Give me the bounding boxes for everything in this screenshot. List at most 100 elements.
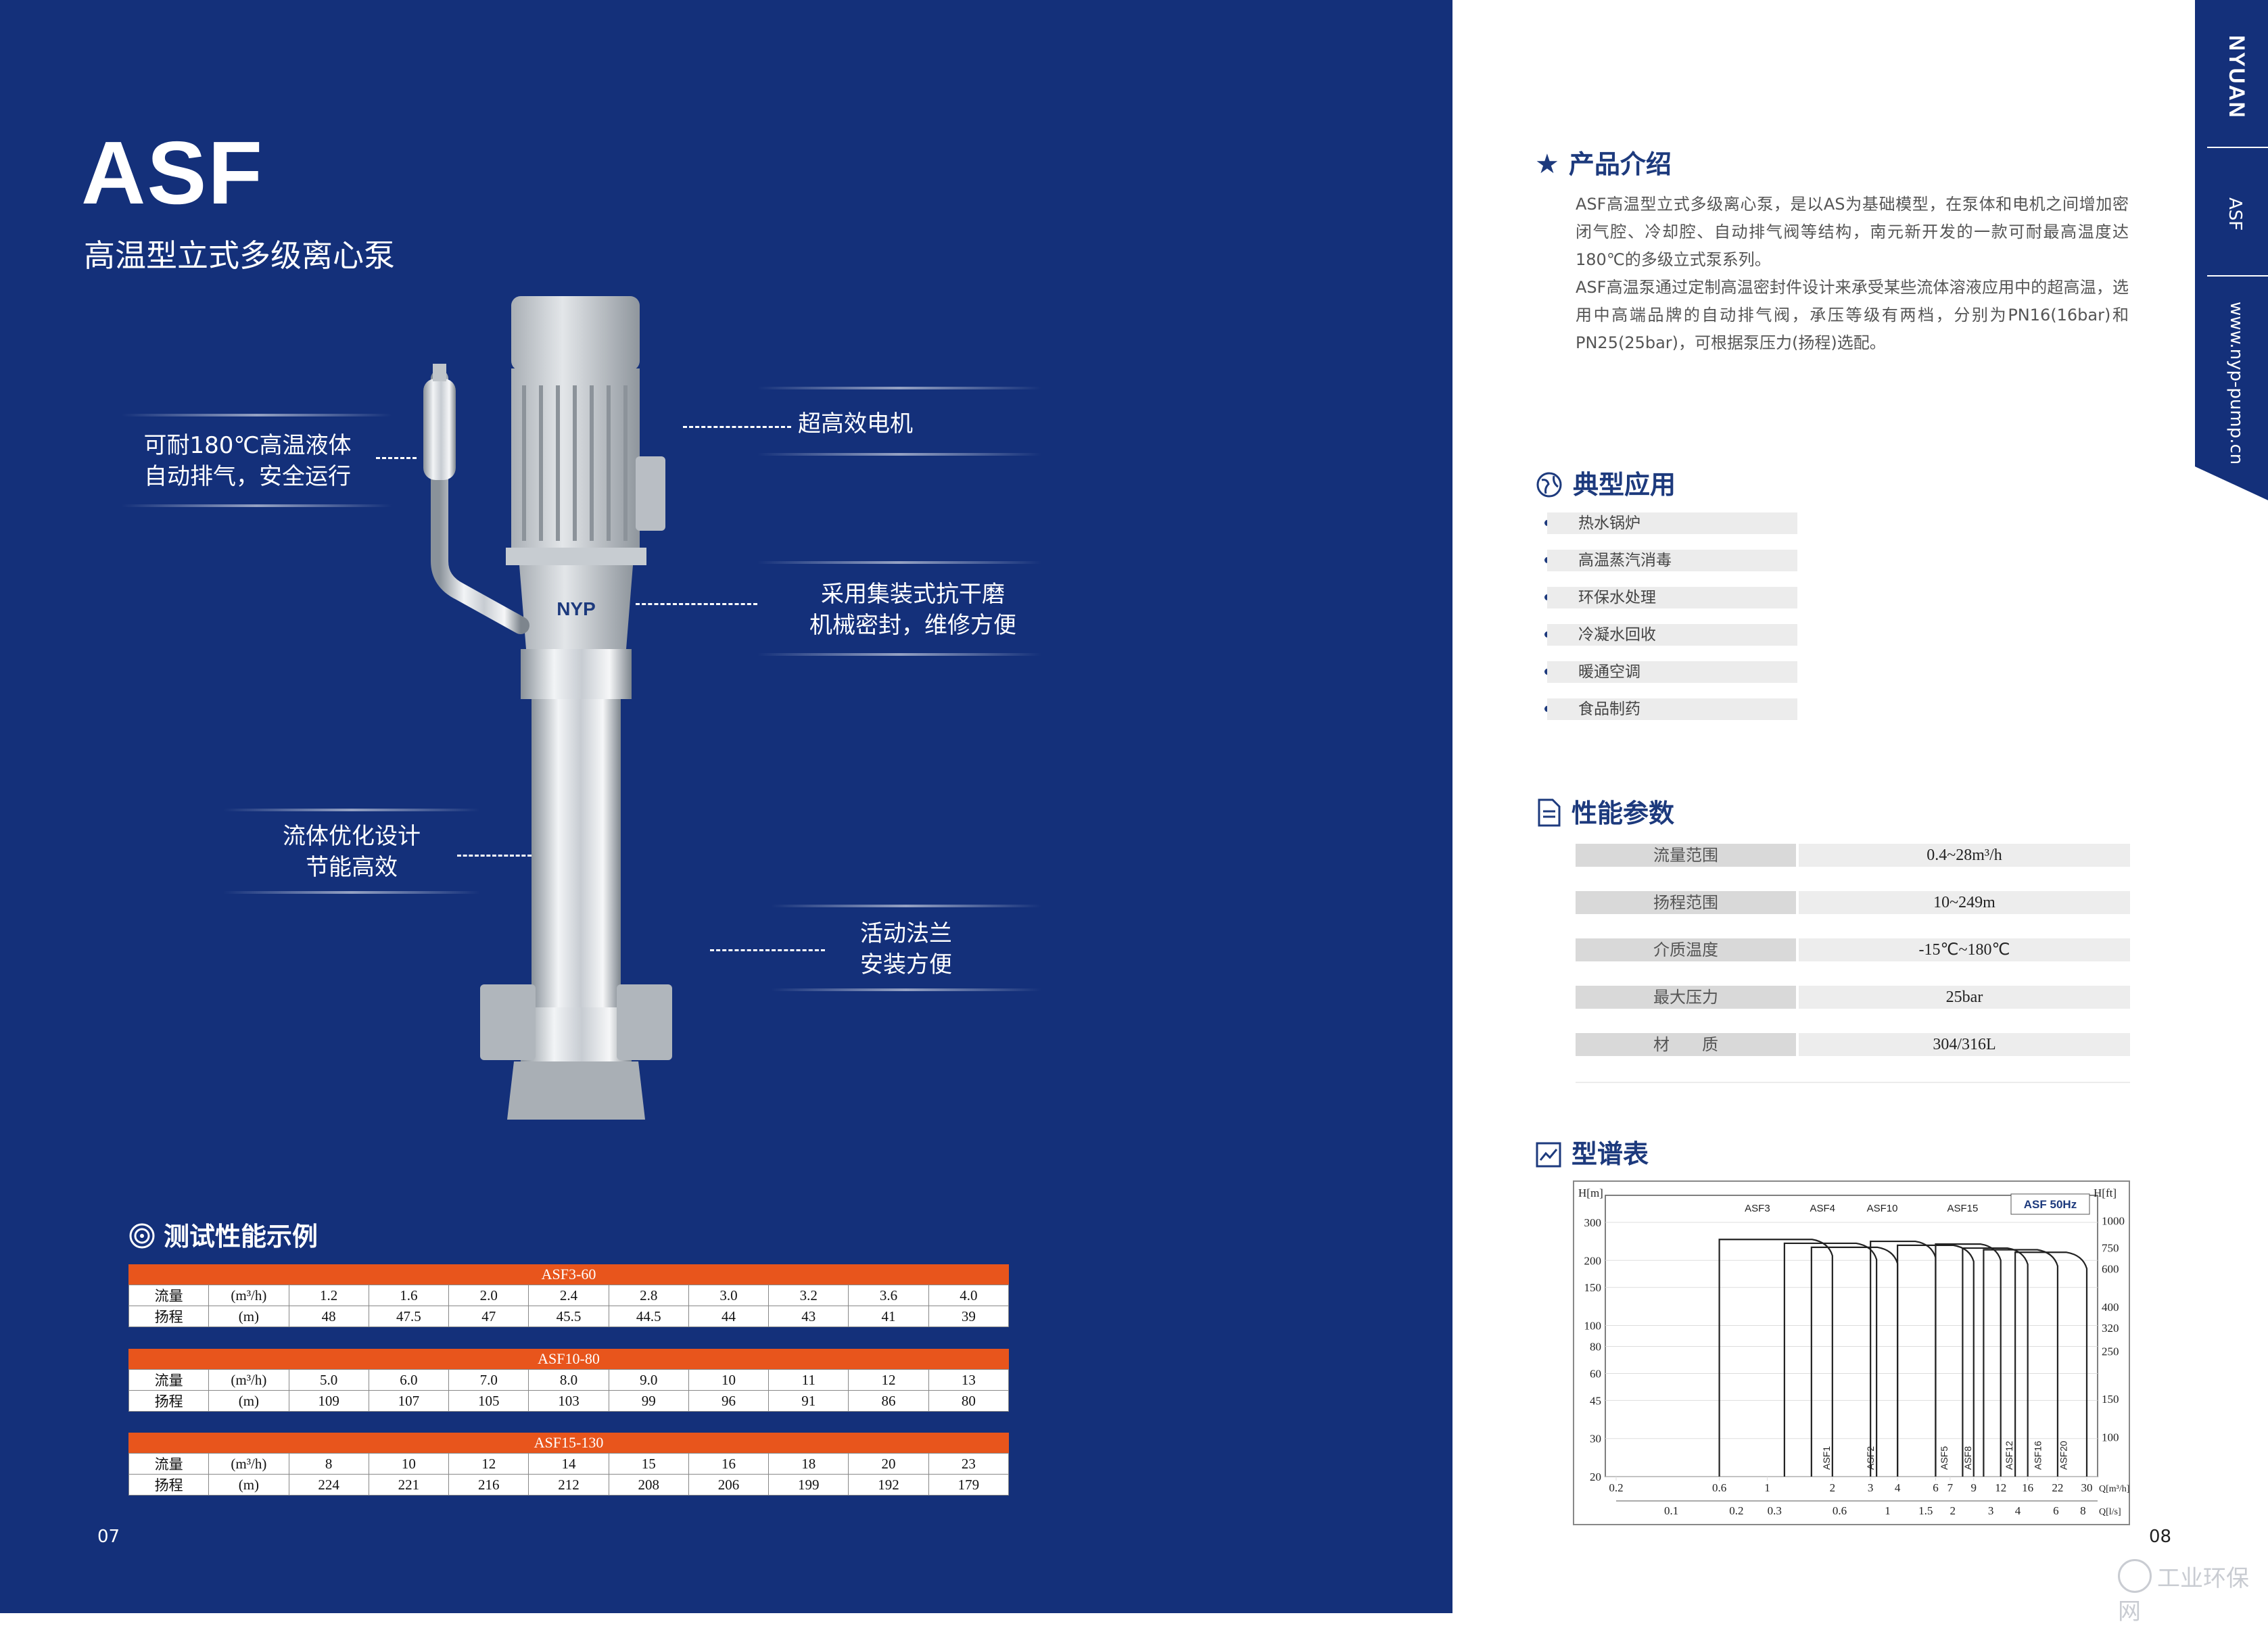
table-cell: 9.0	[608, 1369, 689, 1391]
model-title: ASF	[81, 123, 264, 222]
x-tick-label: 0.6	[1712, 1481, 1726, 1494]
x-tick-label: 16	[2022, 1481, 2033, 1494]
x-tick-label-ls: 6	[2053, 1504, 2059, 1517]
param-row: 介质温度 -15℃~180℃	[1576, 938, 2130, 961]
callout-line	[757, 653, 1041, 656]
table-cell: 10	[368, 1453, 450, 1475]
table-cell: 91	[768, 1390, 849, 1412]
table-cell: 14	[528, 1453, 609, 1475]
param-key: 介质温度	[1576, 938, 1796, 961]
document-icon	[1538, 798, 1561, 827]
test-table: ASF15-130 流量 (m³/h) 8 10 12 14 15 16 18 …	[128, 1433, 1010, 1496]
table-cell: (m)	[208, 1474, 289, 1496]
star-icon: ★	[1535, 149, 1559, 180]
table-cell: 11	[768, 1369, 849, 1391]
apps-title: 典型应用	[1573, 470, 1676, 500]
table-cell: 192	[848, 1474, 929, 1496]
table-cell: 105	[448, 1390, 529, 1412]
callout-line	[757, 453, 1041, 456]
table-cell: 23	[928, 1453, 1010, 1475]
callout-line	[122, 504, 392, 507]
table-cell: 流量	[128, 1285, 210, 1306]
table-cell: 2.0	[448, 1285, 529, 1306]
table-cell: 16	[688, 1453, 770, 1475]
page-number-left: 07	[97, 1527, 120, 1547]
y-axis-label: H[m]	[1578, 1187, 1603, 1199]
y-tick-label: 60	[1590, 1367, 1601, 1380]
table-cell: 179	[928, 1474, 1010, 1496]
list-item: 环保水处理	[1547, 587, 1797, 608]
list-item: 冷凝水回收	[1547, 624, 1797, 646]
series-label-bottom: ASF20	[2058, 1441, 2069, 1470]
series-label-bottom: ASF2	[1865, 1446, 1876, 1470]
table-cell: 流量	[128, 1453, 210, 1475]
x-tick-label: 2	[1830, 1481, 1836, 1494]
table-cell: 20	[848, 1453, 929, 1475]
table-cell: 8	[288, 1453, 369, 1475]
table-cell: (m)	[208, 1390, 289, 1412]
x-tick-label: 22	[2052, 1481, 2063, 1494]
series-label-bottom: ASF12	[2004, 1441, 2014, 1470]
param-value: 0.4~28m³/h	[1799, 844, 2130, 867]
y-tick-label: 300	[1584, 1216, 1602, 1229]
page-number-right: 08	[2149, 1527, 2172, 1547]
callout-text: 流体优化设计	[283, 823, 421, 850]
leader-line	[457, 855, 531, 857]
table-cell: 2.8	[608, 1285, 689, 1306]
table-cell: (m³/h)	[208, 1453, 289, 1475]
test-table-grid: 流量 (m³/h) 5.0 6.0 7.0 8.0 9.0 10 11 12 1…	[128, 1369, 1010, 1412]
series-label-bottom: ASF8	[1962, 1446, 1973, 1470]
spiral-icon	[129, 1223, 155, 1249]
performance-chart: 3002001501008060453020100075060040032025…	[1573, 1180, 2130, 1525]
table-cell: 109	[288, 1390, 369, 1412]
table-row: 扬程 (m) 224 221 216 212 208 206 199 192 1…	[128, 1474, 1010, 1496]
pump-image: NYP	[423, 296, 672, 1120]
table-cell: 3.0	[688, 1285, 770, 1306]
series-label-top: ASF4	[1810, 1203, 1835, 1214]
apps-heading: 典型应用	[1535, 464, 1676, 501]
chart-heading: 型谱表	[1535, 1133, 1649, 1170]
callout-line	[223, 891, 480, 894]
left-page: ASF 高温型立式多级离心泵 NYP	[0, 0, 1452, 1613]
table-cell: 221	[368, 1474, 450, 1496]
series-label-bottom: ASF5	[1939, 1446, 1950, 1470]
table-row: 流量 (m³/h) 8 10 12 14 15 16 18 20 23	[128, 1453, 1010, 1475]
table-cell: 47	[448, 1306, 529, 1327]
callout-text: 安装方便	[860, 951, 952, 978]
y-tick-label-ft: 1000	[2102, 1215, 2125, 1228]
param-key: 流量范围	[1576, 844, 1796, 867]
watermark-icon	[2118, 1559, 2152, 1593]
y-tick-label-ft: 400	[2102, 1301, 2119, 1314]
callout-line	[771, 988, 1041, 991]
callout-text: 超高效电机	[798, 410, 913, 437]
params-heading: 性能参数	[1535, 792, 1674, 830]
test-table-grid: 流量 (m³/h) 8 10 12 14 15 16 18 20 23 扬程 (…	[128, 1453, 1010, 1496]
table-row: 流量 (m³/h) 1.2 1.6 2.0 2.4 2.8 3.0 3.2 3.…	[128, 1285, 1010, 1306]
param-value: 10~249m	[1799, 891, 2130, 914]
table-cell: 44.5	[608, 1306, 689, 1327]
table-cell: 47.5	[368, 1306, 450, 1327]
list-item: 热水锅炉	[1547, 512, 1797, 534]
table-cell: 48	[288, 1306, 369, 1327]
side-brand-stripe	[2195, 0, 2268, 500]
table-cell: 44	[688, 1306, 770, 1327]
intro-heading: ★产品介绍	[1535, 143, 1672, 181]
table-cell: (m)	[208, 1306, 289, 1327]
x-tick-label-ls: 2	[1950, 1504, 1956, 1517]
test-table-name: ASF15-130	[128, 1433, 1009, 1453]
table-cell: 103	[528, 1390, 609, 1412]
table-cell: 2.4	[528, 1285, 609, 1306]
pump-logo: NYP	[557, 598, 596, 619]
x-tick-label-ls: 3	[1988, 1504, 1994, 1517]
x-tick-label: 7	[1947, 1481, 1954, 1494]
x-tick-label: 12	[1995, 1481, 2006, 1494]
list-item: 暖通空调	[1547, 661, 1797, 683]
test-table-name: ASF10-80	[128, 1349, 1009, 1369]
table-cell: 80	[928, 1390, 1010, 1412]
leader-line	[376, 457, 417, 459]
x-tick-label-ls: 1	[1885, 1504, 1891, 1517]
callout-line	[122, 414, 392, 416]
callout-flange: 活动法兰 安装方便	[805, 918, 1008, 980]
table-cell: 8.0	[528, 1369, 609, 1391]
x-tick-label-ls: 0.6	[1833, 1504, 1847, 1517]
